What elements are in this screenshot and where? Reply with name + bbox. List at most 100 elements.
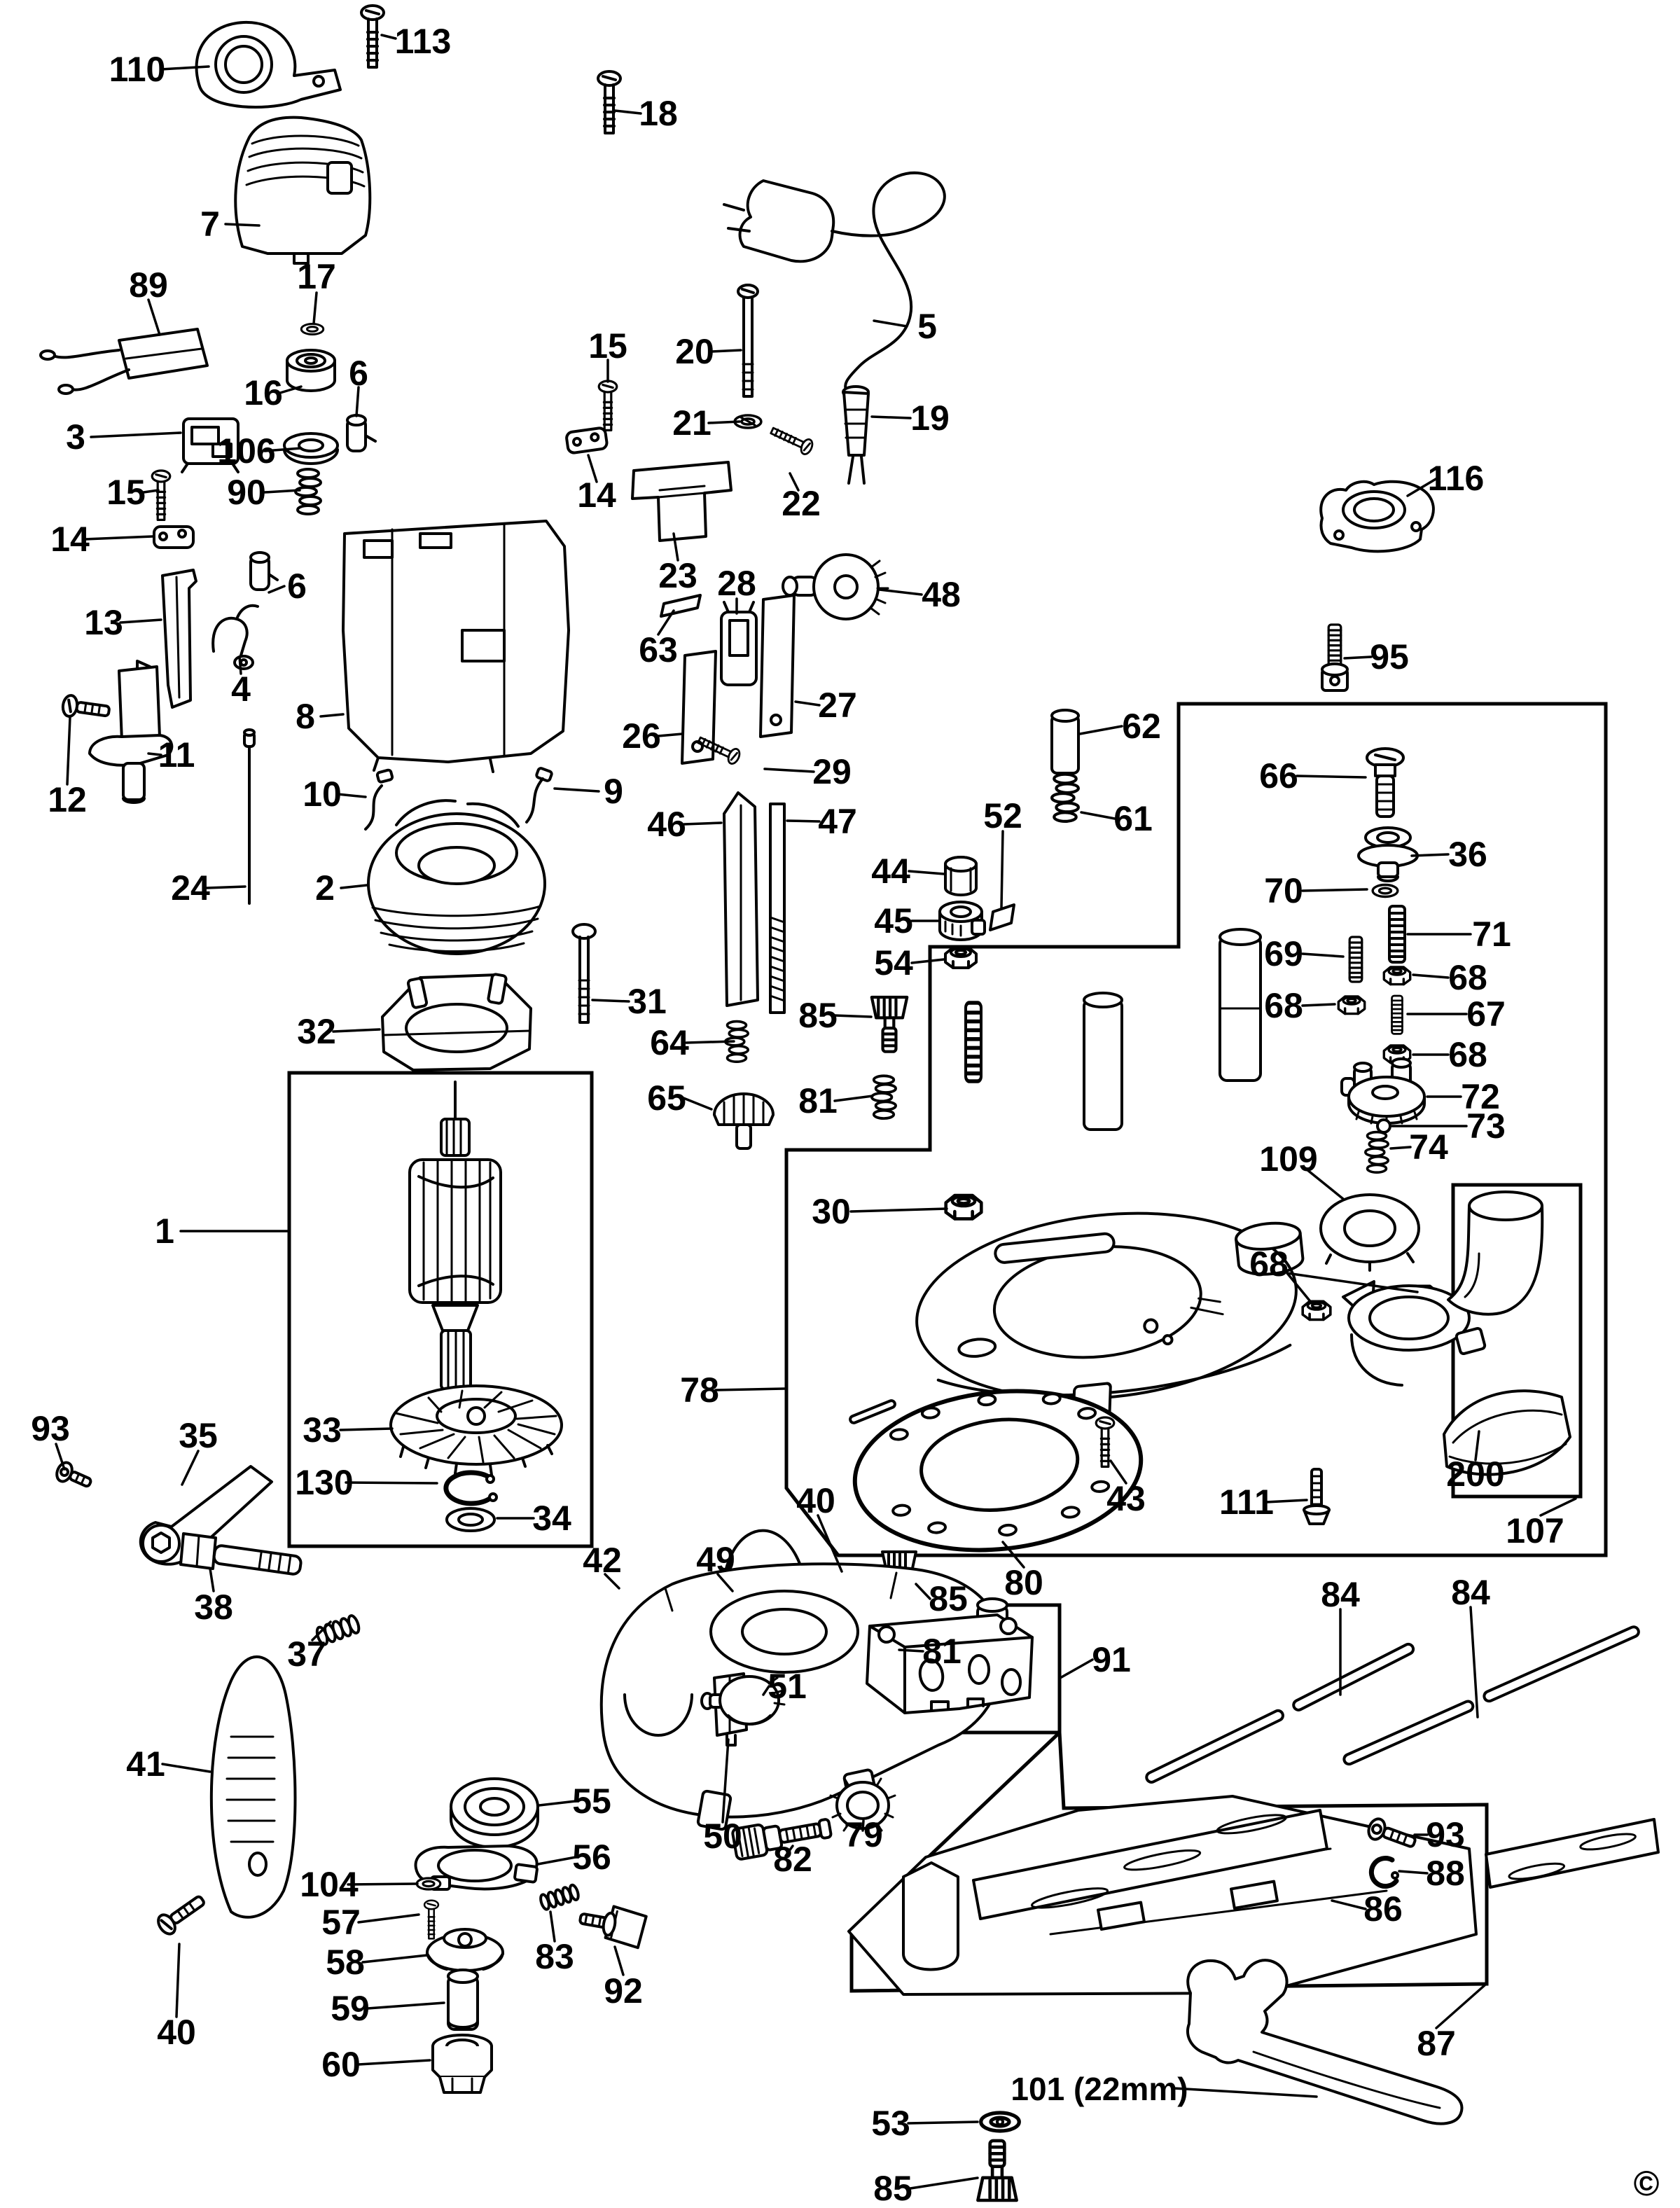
leader-line-105	[1469, 1606, 1479, 1719]
leader-line-79	[55, 1443, 66, 1471]
part-44-art	[944, 856, 978, 896]
leader-line-88	[161, 1763, 211, 1773]
part-20-art	[737, 284, 759, 398]
leader-line-26	[878, 588, 923, 596]
part-36-art	[1357, 826, 1419, 882]
leader-line-30	[657, 732, 683, 737]
part-label-14b: 14	[577, 475, 616, 515]
part-label-9: 9	[604, 772, 623, 811]
part-label-7: 7	[200, 204, 220, 244]
part-3-art	[181, 417, 239, 473]
leader-line-108	[1331, 1899, 1367, 1910]
part-7-art	[234, 116, 372, 265]
part-69-art	[1348, 936, 1363, 983]
part-label-110: 110	[109, 50, 166, 89]
part-label-21: 21	[672, 403, 711, 443]
part-13-art	[161, 569, 197, 709]
part-label-89: 89	[129, 265, 168, 305]
leader-line-22	[119, 618, 162, 624]
part-label-26: 26	[622, 716, 661, 756]
part-79-art	[829, 1777, 896, 1832]
part-label-20: 20	[675, 332, 714, 371]
leader-line-29	[794, 700, 821, 707]
part-label-85c: 85	[873, 2169, 912, 2208]
part-label-79: 79	[844, 1815, 883, 1854]
part-67-art	[1391, 994, 1403, 1035]
leader-line-13	[90, 431, 182, 438]
part-label-44: 44	[871, 852, 910, 891]
leader-line-46	[910, 958, 945, 964]
part-45-art	[938, 901, 986, 941]
part-label-4: 4	[231, 669, 251, 709]
part-14a-art	[153, 525, 195, 549]
part-label-113: 113	[395, 22, 452, 61]
leader-line-74	[1539, 1497, 1577, 1517]
part-46-art	[723, 791, 759, 1007]
part-58-art	[426, 1928, 504, 1972]
part-label-70: 70	[1264, 871, 1303, 910]
leader-line-48	[332, 1028, 381, 1033]
part-89-art	[39, 328, 209, 395]
part-16-art	[286, 349, 336, 392]
part-22-art	[768, 422, 816, 457]
part-label-29: 29	[812, 752, 852, 791]
part-59-art	[447, 1969, 479, 2031]
part-column-b-art	[1219, 928, 1262, 1082]
part-40b-art	[157, 1895, 205, 1936]
part-label-93b: 93	[1426, 1815, 1465, 1854]
leader-line-0	[160, 65, 210, 71]
leader-line-59	[1301, 1003, 1336, 1007]
part-label-84a: 84	[1321, 1575, 1360, 1614]
part-label-46: 46	[647, 805, 686, 844]
leader-line-15	[789, 472, 800, 492]
part-90-art	[294, 468, 322, 515]
part-28-art	[720, 601, 758, 686]
part-107-collar-art	[1342, 1280, 1487, 1387]
leader-line-67	[1305, 1168, 1345, 1200]
part-24-art	[243, 728, 256, 905]
leader-line-110	[1172, 2087, 1318, 2098]
part-label-66: 66	[1259, 756, 1298, 796]
part-label-92: 92	[604, 1971, 643, 2011]
part-6a-art	[346, 414, 377, 452]
part-label-42: 42	[583, 1541, 622, 1580]
part-78-base-art	[915, 1211, 1305, 1438]
part-30-rod-art	[966, 1003, 981, 1081]
leader-line-7	[710, 349, 742, 353]
part-80-art	[852, 1389, 1144, 1553]
part-label-11: 11	[158, 735, 195, 775]
part-label-31: 31	[627, 982, 667, 1021]
leader-line-57	[1301, 952, 1345, 958]
part-column-a-art	[1083, 992, 1123, 1131]
part-88-art	[1368, 1856, 1399, 1889]
leader-line-89	[175, 1943, 181, 2018]
part-95-art	[1321, 623, 1349, 692]
leader-line-95	[366, 2001, 445, 2010]
leader-line-12	[870, 415, 912, 419]
part-label-copyright: ©	[1634, 2164, 1660, 2203]
part-label-86: 86	[1363, 1889, 1403, 1929]
leader-line-40	[683, 821, 723, 826]
part-12-art	[61, 694, 111, 718]
leader-line-70	[1109, 1459, 1127, 1485]
leader-lines	[55, 34, 1577, 2190]
part-85a-art	[872, 997, 907, 1052]
part-86-rail-art	[972, 1809, 1328, 1920]
leader-line-31	[147, 752, 162, 756]
part-label-111: 111	[1219, 1483, 1274, 1522]
part-label-6b: 6	[287, 567, 307, 606]
part-label-68a: 68	[1264, 986, 1303, 1025]
part-17-art	[300, 323, 325, 335]
part-109-art	[1319, 1193, 1420, 1272]
leader-line-11	[707, 420, 741, 424]
part-71-art	[1388, 905, 1406, 964]
part-74-art	[1364, 1130, 1389, 1174]
part-101-wrench-art	[1186, 1959, 1464, 2125]
leader-line-64	[1389, 1146, 1412, 1150]
leader-line-109	[1435, 1984, 1486, 2029]
part-label-51: 51	[768, 1667, 807, 1706]
part-73-art	[1376, 1118, 1391, 1134]
leader-line-20	[1406, 477, 1438, 497]
